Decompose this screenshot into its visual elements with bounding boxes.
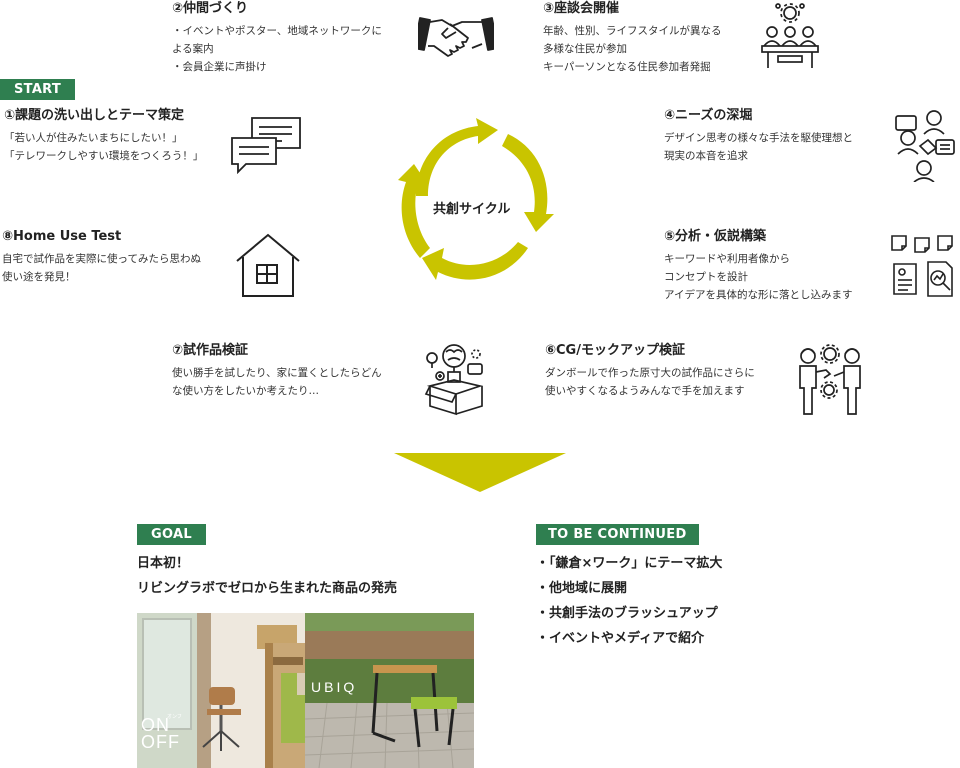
step-2-line: よる案内 — [172, 43, 214, 55]
step-8: ⑧Home Use Test 自宅で試作品を実際に使ってみたら思わぬ 使い途を発… — [2, 228, 201, 286]
step-5: ⑤分析・仮説構築 キーワードや利用者像から コンセプトを設計 アイデアを具体的な… — [664, 228, 852, 304]
step-5-line: アイデアを具体的な形に落とし込みます — [664, 289, 853, 301]
step-3-line: 多様な住民が参加 — [543, 43, 627, 55]
step-5-line: コンセプトを設計 — [664, 271, 748, 283]
start-label: START — [0, 79, 76, 100]
collaboration-gears-icon — [796, 344, 864, 416]
handshake-icon — [418, 14, 494, 58]
step-6: ⑥CG/モックアップ検証 ダンボールで作った原寸大の試作品にさらに 使いやすくな… — [545, 342, 755, 400]
step-5-line: キーワードや利用者像から — [664, 253, 790, 265]
brand-onoff-word: ON — [141, 715, 170, 735]
step-1: ①課題の洗い出しとテーマ策定 「若い人が住みたいまちにしたい！」 「テレワークし… — [4, 107, 203, 165]
step-7-line: な使い方をしたいか考えたり… — [172, 385, 319, 397]
step-1-title: ①課題の洗い出しとテーマ策定 — [4, 108, 185, 123]
tbc-item: ・「鎌倉×ワーク」にテーマ拡大 — [536, 556, 723, 571]
step-4-line: 現実の本音を追求 — [664, 150, 748, 162]
step-4-title: ④ニーズの深堀 — [664, 108, 753, 123]
down-arrow — [394, 453, 566, 493]
tbc-item: ・共創手法のブラッシュアップ — [536, 606, 718, 621]
step-6-line: ダンボールで作った原寸大の試作品にさらに — [545, 367, 755, 379]
cycle-label: 共創サイクル — [433, 202, 511, 217]
cycle-arrow-shapes — [398, 118, 554, 280]
step-6-line: 使いやすくなるようみんなで手を加えます — [545, 385, 745, 397]
step-7-line: 使い勝手を試したり、家に置くとしたらどん — [172, 367, 382, 379]
brand-ubiq: UBIQ — [311, 679, 358, 695]
step-3: ③座談会開催 年齢、性別、ライフスタイルが異なる 多様な住民が参加 キーパーソン… — [543, 0, 722, 76]
step-2-line: ・イベントやポスター、地域ネットワークに — [172, 25, 382, 37]
step-4: ④ニーズの深堀 デザイン思考の様々な手法を駆使理想と 現実の本音を追求 — [664, 107, 853, 165]
tbc-list: ・「鎌倉×ワーク」にテーマ拡大 ・他地域に展開 ・共創手法のブラッシュアップ ・… — [536, 551, 722, 651]
step-8-line: 使い途を発見！ — [2, 271, 76, 283]
step-1-line: 「テレワークしやすい環境をつくろう！」 — [4, 150, 204, 162]
tbc-item: ・イベントやメディアで紹介 — [536, 631, 705, 646]
meeting-table-icon — [760, 2, 820, 70]
goal-line: 日本初！ — [137, 556, 190, 571]
step-3-title: ③座談会開催 — [543, 1, 620, 16]
step-8-line: 自宅で試作品を実際に使ってみたら思わぬ — [2, 253, 201, 265]
tbc-item: ・他地域に展開 — [536, 581, 628, 596]
step-8-title: ⑧Home Use Test — [2, 229, 122, 244]
step-3-line: 年齢、性別、ライフスタイルが異なる — [543, 25, 722, 37]
people-discussion-icon — [894, 108, 956, 182]
documents-analysis-icon — [890, 234, 956, 298]
idea-box-icon — [424, 342, 486, 416]
goal-text: 日本初！ リビングラボでゼロから生まれた商品の発売 — [137, 551, 397, 601]
step-1-line: 「若い人が住みたいまちにしたい！」 — [4, 132, 183, 144]
speech-bubbles-icon — [230, 116, 302, 174]
step-7: ⑦試作品検証 使い勝手を試したり、家に置くとしたらどん な使い方をしたいか考えた… — [172, 342, 382, 400]
step-3-line: キーパーソンとなる住民参加者発掘 — [543, 61, 711, 73]
step-2-title: ②仲間づくり — [172, 1, 249, 16]
step-6-title: ⑥CG/モックアップ検証 — [545, 343, 685, 358]
house-icon — [235, 233, 301, 299]
step-7-title: ⑦試作品検証 — [172, 343, 249, 358]
cycle-arrows — [398, 118, 558, 296]
tbc-label: TO BE CONTINUED — [536, 524, 699, 545]
brand-onoff-word: OFF — [141, 732, 180, 752]
goal-label: GOAL — [137, 524, 206, 545]
goal-line: リビングラボでゼロから生まれた商品の発売 — [137, 581, 398, 596]
step-5-title: ⑤分析・仮説構築 — [664, 229, 767, 244]
brand-onoff-sub: オンフ — [167, 714, 182, 720]
step-4-line: デザイン思考の様々な手法を駆使理想と — [664, 132, 853, 144]
step-2: ②仲間づくり ・イベントやポスター、地域ネットワークに よる案内 ・会員企業に声… — [172, 0, 382, 76]
step-2-line: ・会員企業に声掛け — [172, 61, 267, 73]
